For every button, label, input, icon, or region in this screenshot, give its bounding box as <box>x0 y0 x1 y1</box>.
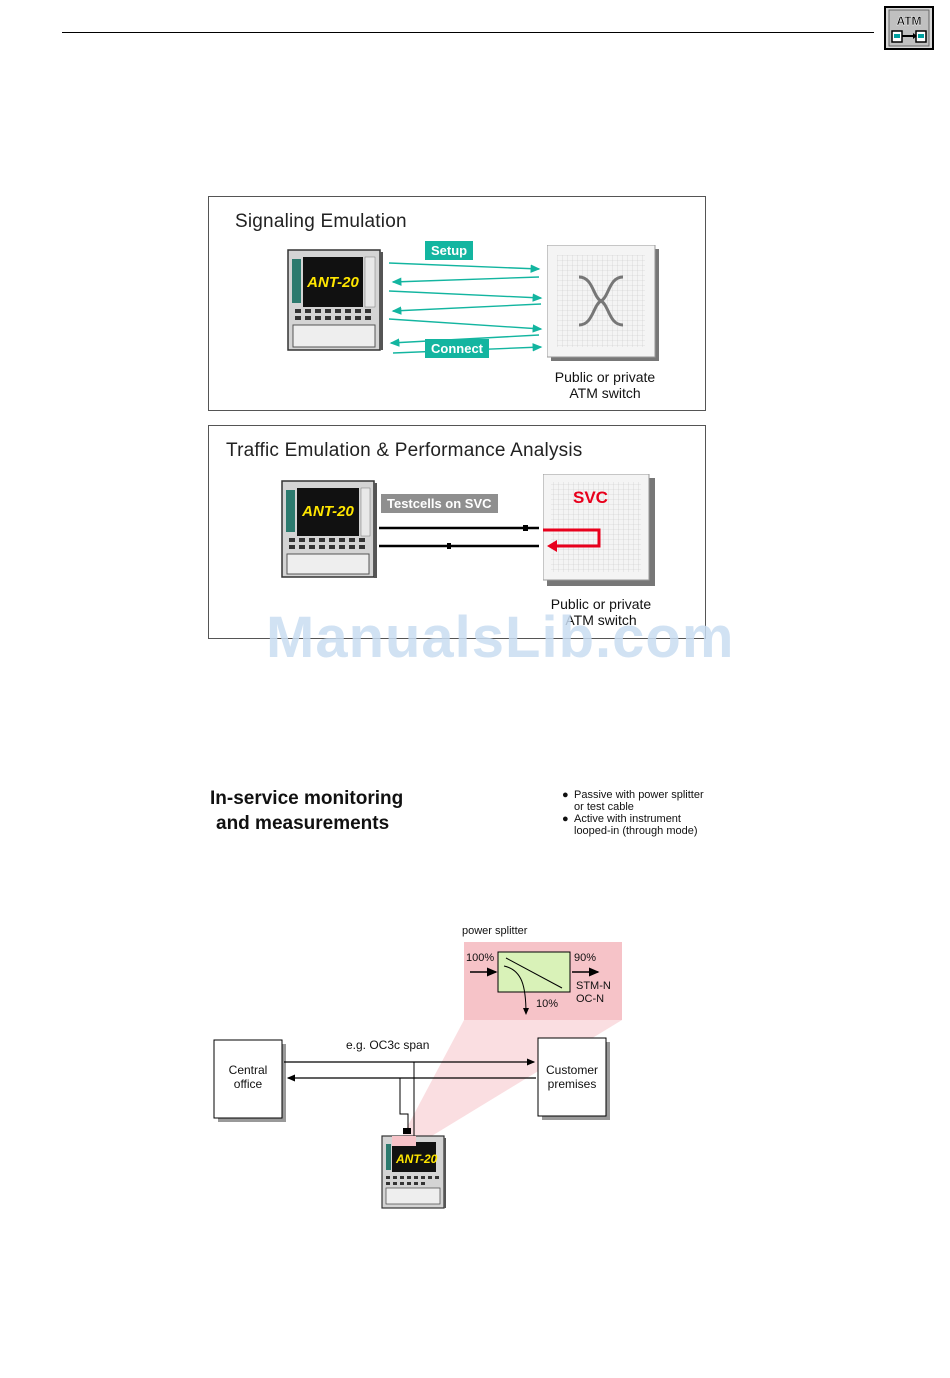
tap-percent-label: 10% <box>536 998 559 1010</box>
out-label-2: OC-N <box>576 993 605 1005</box>
bullet-dot-icon: ● <box>562 789 569 801</box>
central-office-line2: office <box>233 1077 263 1091</box>
section-heading-line1: In-service monitoring <box>210 788 404 809</box>
svg-text:ANT-20: ANT-20 <box>306 274 359 291</box>
switch-caption-line1: Public or private <box>550 596 652 612</box>
svg-text:ATM: ATM <box>896 14 921 28</box>
signaling-emulation-panel: Signaling Emulation ANT-20 <box>208 196 706 411</box>
bullet-line: looped-in (through mode) <box>574 825 698 837</box>
bullet-line: or test cable <box>574 801 634 813</box>
bullet-list: ● Passive with power splitter or test ca… <box>562 789 732 837</box>
watermark: ManualsLib.com <box>266 605 735 670</box>
out-label-1: STM-N <box>576 980 611 992</box>
traffic-emulation-panel: Traffic Emulation & Performance Analysis… <box>208 425 706 639</box>
atm-switch-svc <box>542 473 655 586</box>
list-item: ● Active with instrument looped-in (thro… <box>562 813 732 837</box>
ant20-device: ANT-20 <box>287 249 383 353</box>
bullet-line: Passive with power splitter <box>574 789 704 801</box>
customer-premises-line2: premises <box>547 1077 597 1091</box>
central-office-label: Central office <box>214 1063 282 1091</box>
svc-lines <box>377 522 547 556</box>
testcells-tag: Testcells on SVC <box>381 494 498 513</box>
switch-caption-line2: ATM switch <box>565 612 637 628</box>
switch-caption: Public or private ATM switch <box>531 596 671 628</box>
switch-caption-line2: ATM switch <box>569 385 641 401</box>
section-heading-line2: and measurements <box>216 813 390 834</box>
ant20-device: ANT-20 <box>281 480 377 580</box>
ant20-small-label: ANT-20 <box>396 1152 438 1166</box>
out-percent-label: 90% <box>574 952 597 964</box>
panel-title: Traffic Emulation & Performance Analysis <box>226 440 583 461</box>
section-heading: In-service monitoring and measurements <box>210 786 403 836</box>
svg-text:ANT-20: ANT-20 <box>301 503 354 520</box>
splitter-title: power splitter <box>462 925 528 937</box>
customer-premises-line1: Customer <box>545 1063 598 1077</box>
svc-label: SVC <box>573 488 608 507</box>
in-percent-label: 100% <box>466 952 495 964</box>
setup-tag: Setup <box>425 241 474 260</box>
list-item: ● Passive with power splitter or test ca… <box>562 789 732 813</box>
bullet-line: Active with instrument <box>574 813 681 825</box>
switch-caption-line1: Public or private <box>554 369 656 385</box>
atm-icon: ATM <box>884 6 934 50</box>
bullet-dot-icon: ● <box>562 813 569 825</box>
signaling-arrows <box>379 249 549 361</box>
switch-caption: Public or private ATM switch <box>535 369 675 401</box>
panel-title: Signaling Emulation <box>235 211 407 232</box>
header-rule <box>62 32 874 33</box>
central-office-line1: Central <box>228 1063 268 1077</box>
atm-switch <box>546 244 659 361</box>
customer-premises-label: Customer premises <box>538 1063 606 1091</box>
connect-tag: Connect <box>425 339 489 358</box>
span-label: e.g. OC3c span <box>346 1038 430 1052</box>
monitoring-diagram <box>200 938 640 1214</box>
